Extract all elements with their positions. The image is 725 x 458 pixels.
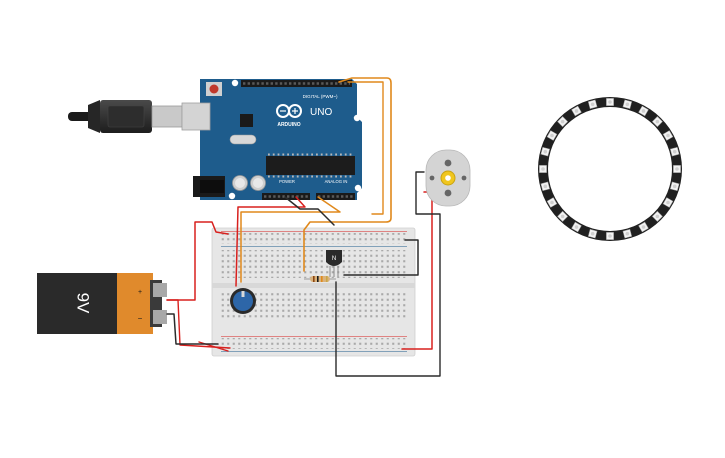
neopixel-led-lens xyxy=(560,119,565,124)
top-power-rail xyxy=(221,233,407,244)
digital-header xyxy=(241,80,352,87)
analog-header-label: ANALOG IN xyxy=(325,179,348,184)
orange-wire-signal[interactable] xyxy=(303,77,392,272)
neopixel-led-lens xyxy=(590,231,595,236)
analog-header xyxy=(316,193,355,200)
arduino-logo-icon xyxy=(276,104,302,118)
arduino-model-label: UNO xyxy=(310,107,332,118)
orange-wire-signal-2[interactable] xyxy=(347,81,384,215)
arduino-uno-board[interactable]: DIGITAL (PWM~) ARDUINO UNO POWER ANALOG … xyxy=(181,79,362,200)
resistor-icon[interactable] xyxy=(304,276,336,282)
top-terminal-strip xyxy=(221,250,407,278)
neopixel-led-lens xyxy=(641,225,646,229)
arduino-brand-label: ARDUINO xyxy=(277,122,300,128)
neopixel-led-lens xyxy=(541,167,545,171)
neopixel-led-lens xyxy=(608,234,612,238)
power-header xyxy=(262,193,310,200)
black-wire-motor[interactable] xyxy=(335,171,441,377)
neopixel-led-lens xyxy=(574,225,579,229)
battery-label: 9V xyxy=(74,293,93,314)
black-wire-battery-negative[interactable] xyxy=(166,313,219,345)
orange-wire-analog[interactable] xyxy=(240,196,341,283)
black-wire-emitter[interactable] xyxy=(343,239,419,276)
breadboard[interactable] xyxy=(211,227,416,357)
neopixel-led-group xyxy=(539,98,681,240)
neopixel-led-lens xyxy=(655,119,660,124)
neopixel-led-lens xyxy=(550,200,554,205)
neopixel-led-lens xyxy=(608,100,612,104)
usb-chip xyxy=(240,114,253,127)
black-wire-ground[interactable] xyxy=(284,196,335,226)
potentiometer-icon[interactable] xyxy=(230,288,256,314)
neopixel-led-lens xyxy=(672,149,677,154)
usb-cable-icon xyxy=(68,100,183,133)
neopixel-led-lens xyxy=(574,109,579,113)
dc-motor-icon[interactable] xyxy=(425,149,471,207)
neopixel-ring-icon[interactable] xyxy=(538,97,682,241)
neopixel-led-lens xyxy=(590,102,595,107)
neopixel-led-lens xyxy=(666,200,670,205)
neopixel-led-lens xyxy=(550,133,554,138)
red-wire-battery-to-rail[interactable] xyxy=(166,299,231,349)
usb-port xyxy=(181,102,211,131)
bottom-power-rail xyxy=(221,338,407,349)
battery-minus-label: − xyxy=(138,314,143,323)
battery-plus-label: + xyxy=(138,289,142,296)
digital-header-label: DIGITAL (PWM~) xyxy=(303,94,338,99)
neopixel-led-lens xyxy=(625,102,630,107)
neopixel-led-lens xyxy=(672,184,677,189)
neopixel-led-lens xyxy=(543,184,548,189)
neopixel-led-lens xyxy=(641,109,646,113)
battery-body xyxy=(37,273,123,334)
atmega-chip xyxy=(266,156,355,175)
neopixel-led-lens xyxy=(675,167,679,171)
power-header-label: POWER xyxy=(279,179,295,184)
center-channel xyxy=(212,283,415,288)
neopixel-led-lens xyxy=(625,231,630,236)
battery-cap xyxy=(117,273,153,334)
transistor-label: N xyxy=(332,256,336,262)
neopixel-led-lens xyxy=(666,133,670,138)
red-wire-5v[interactable] xyxy=(235,196,306,287)
transistor-npn[interactable]: N xyxy=(326,250,342,277)
neopixel-led-lens xyxy=(543,149,548,154)
red-wire-battery-positive[interactable] xyxy=(166,221,229,301)
neopixel-led-lens xyxy=(655,214,660,219)
neopixel-led-lens xyxy=(560,214,565,219)
battery-9v[interactable]: + − 9V xyxy=(37,273,167,334)
